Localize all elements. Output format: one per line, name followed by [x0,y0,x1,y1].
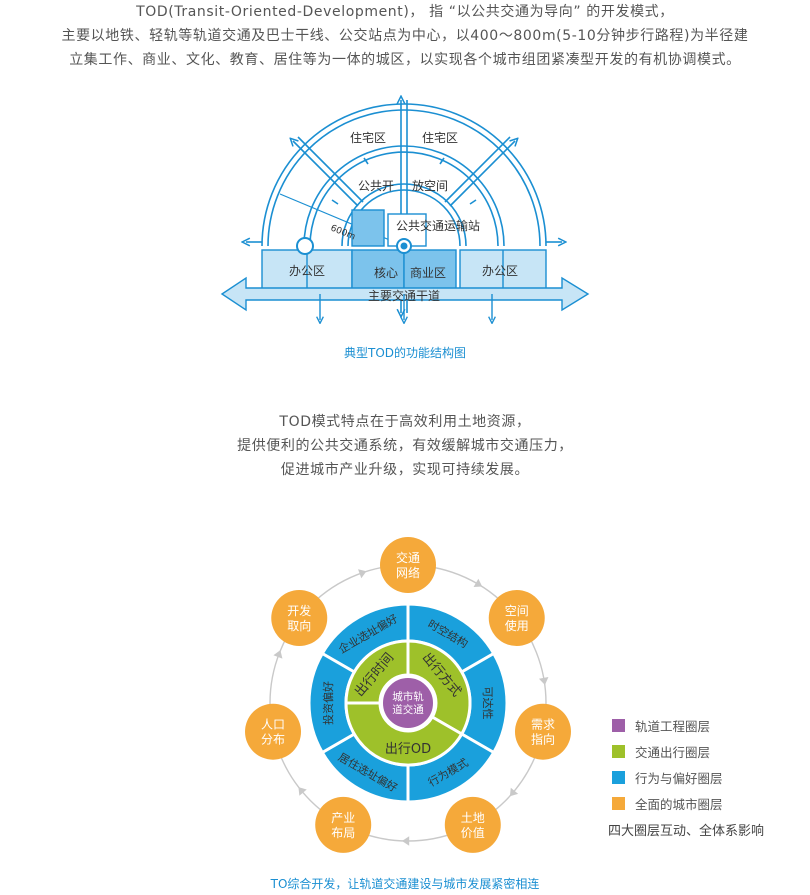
outer-node [444,796,501,853]
outer-node-label: 土地 [461,811,485,825]
center-circle [381,676,435,730]
legend-label: 行为与偏好圈层 [635,770,723,786]
outer-node-label: 使用 [505,618,529,633]
middle-line: 提供便利的公共交通系统，有效缓解城市交通压力， [237,438,573,454]
outer-node-label: 分布 [261,733,285,747]
middle-paragraph: TOD模式特点在于高效利用土地资源， 提供便利的公共交通系统，有效缓解城市交通压… [0,410,810,482]
diagram2-caption: TO综合开发，让轨道交通建设与城市发展紧密相连 [270,877,540,891]
outer-node-label: 人口 [261,718,285,732]
legend-item: 轨道工程圈层 [612,712,723,738]
legend-item: 全面的城市圈层 [612,790,723,816]
transit-node-left [296,237,314,255]
outer-node-label: 交通 [396,550,420,565]
blue-layer-label: 投资偏好 [321,681,335,725]
legend-swatch [612,770,625,784]
legend-swatch [612,744,625,758]
ring-arrow [402,836,410,846]
outer-node [245,703,302,760]
label-main-road: 主要交通干道 [368,288,440,303]
outer-node-label: 布局 [331,826,355,840]
tod-structure-diagram: 住宅区 住宅区 公共开 放空间 600m 公共交通运输站 办公区 核心 商业区 … [220,88,590,418]
label-office-right: 办公区 [482,263,518,278]
outer-node [315,796,372,853]
middle-line: 促进城市产业升级，实现可持续发展。 [280,462,530,478]
legend-item: 交通出行圈层 [612,738,723,764]
intro-line: 主要以地铁、轻轨等轨道交通及巴士干线、公交站点为中心，以400～800m(5-1… [61,28,749,44]
legend-label: 交通出行圈层 [635,744,711,760]
ring-arrow [358,569,367,579]
diagram1-caption: 典型TOD的功能结构图 [343,346,467,360]
main-road-arrow [220,276,590,312]
legend-label: 全面的城市圈层 [635,796,723,812]
intro-paragraph: TOD(Transit-Oriented-Development)， 指 “以公… [0,0,810,72]
ring-arrow [473,578,483,588]
legend-label: 轨道工程圈层 [635,718,711,734]
outer-node [514,703,571,760]
outer-node [380,537,436,593]
outer-node-label: 产业 [331,811,355,825]
label-public-open-left: 公共开 [358,179,394,193]
urban-layer-diagram: 城市轨道交通出行时间出行方式出行OD企业选址偏好时空结构可达性行为模式居住选址偏… [245,537,571,853]
legend-swatch [612,718,625,732]
outer-node [488,590,545,647]
outer-node-label: 指向 [531,732,555,747]
center-label: 道交通 [392,703,424,716]
intro-line: 立集工作、商业、文化、教育、居住等为一体的城区，以实现各个城市组团紧凑型开发的有… [69,52,741,68]
green-ring-segment [344,639,410,705]
outer-node-label: 价值 [461,825,485,840]
blue-layer-label: 可达性 [481,687,495,720]
middle-line: TOD模式特点在于高效利用土地资源， [279,414,531,430]
legend-item: 行为与偏好圈层 [612,764,723,790]
intro-line: TOD(Transit-Oriented-Development)， 指 “以公… [136,4,674,20]
legend-note: 四大圈层互动、全体系影响 [608,824,765,839]
label-commercial: 商业区 [410,265,446,280]
legend-swatch [612,796,625,810]
label-transit-station: 公共交通运输站 [396,218,480,233]
label-core: 核心 [374,266,398,280]
outer-node-label: 空间 [505,604,529,618]
label-public-open-right: 放空间 [412,178,448,193]
green-ring-segment [344,701,464,767]
outer-node [271,590,328,647]
ring-arrow [298,787,307,796]
outer-node-label: 网络 [396,565,420,580]
label-office-left: 办公区 [289,263,325,278]
ring-arrow [538,677,549,685]
ring-arrow [509,787,519,797]
center-label: 城市轨 [392,690,424,703]
outer-node-label: 取向 [287,618,311,633]
commercial-block [403,249,457,291]
green-ring-segment [406,639,472,737]
legend: 轨道工程圈层交通出行圈层行为与偏好圈层全面的城市圈层 [612,712,723,816]
public-open-block [351,209,385,247]
green-layer-label: 出行OD [385,742,431,757]
ring-arrow [273,650,283,659]
label-residential-left: 住宅区 [350,130,386,145]
outer-node-label: 需求 [531,718,555,732]
label-residential-right: 住宅区 [422,130,458,145]
outer-node-label: 开发 [287,603,311,618]
